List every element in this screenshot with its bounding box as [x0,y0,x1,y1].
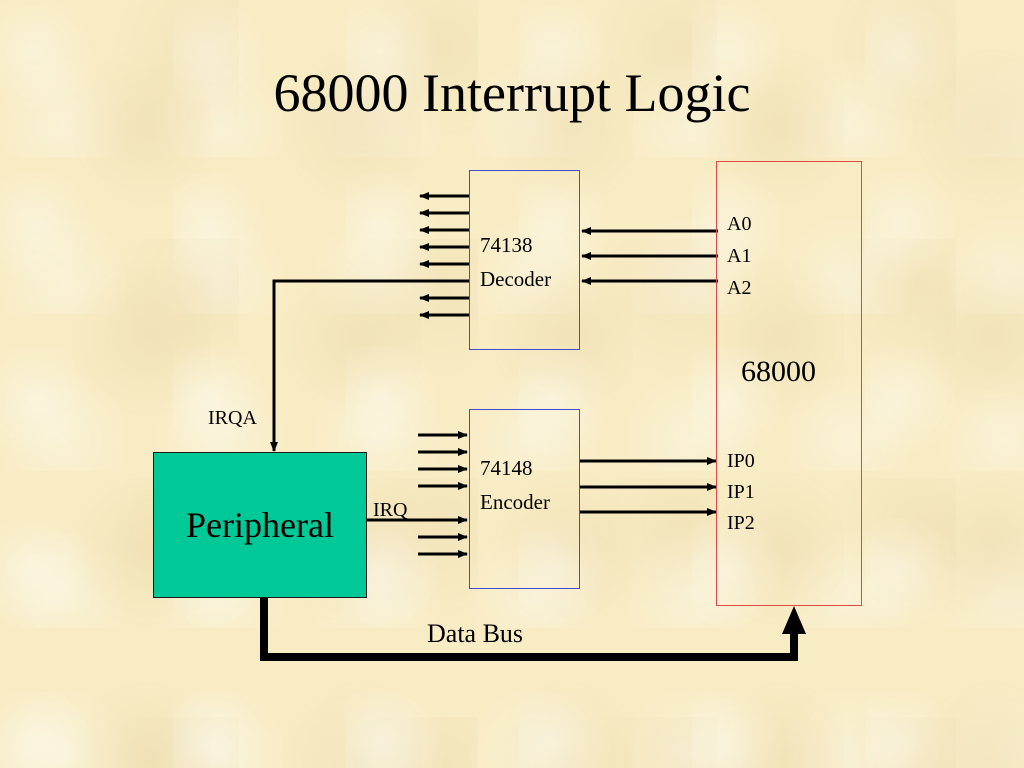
decoder-output-lines [419,192,469,319]
cpu-pin-a2: A2 [727,277,752,299]
data-bus-arrowhead [782,606,806,634]
encoder-input-lines [418,431,468,558]
cpu-pin-a1: A1 [727,245,752,267]
peripheral-label: Peripheral [186,505,334,545]
encoder-name-label: Encoder [480,490,550,514]
irqa-label: IRQA [208,407,257,429]
address-lines [581,227,718,285]
encoder-part-label: 74148 [480,456,533,480]
cpu-pin-ip0: IP0 [727,450,755,472]
decoder-chip [469,170,580,350]
irq-label: IRQ [373,499,408,521]
data-bus-line [260,597,798,661]
decoder-part-label: 74138 [480,233,533,257]
irqa-line [270,279,469,452]
data-bus-label: Data Bus [427,619,524,648]
cpu-chip [716,161,862,606]
cpu-name-label: 68000 [741,355,816,388]
interrupt-lines [580,457,717,516]
cpu-pin-a0: A0 [727,213,752,235]
encoder-chip [469,409,580,589]
peripheral-block: Peripheral [153,452,367,598]
page-title: 68000 Interrupt Logic [273,63,751,123]
cpu-pin-ip2: IP2 [727,512,755,534]
decoder-name-label: Decoder [480,267,552,291]
cpu-pin-ip1: IP1 [727,481,755,503]
